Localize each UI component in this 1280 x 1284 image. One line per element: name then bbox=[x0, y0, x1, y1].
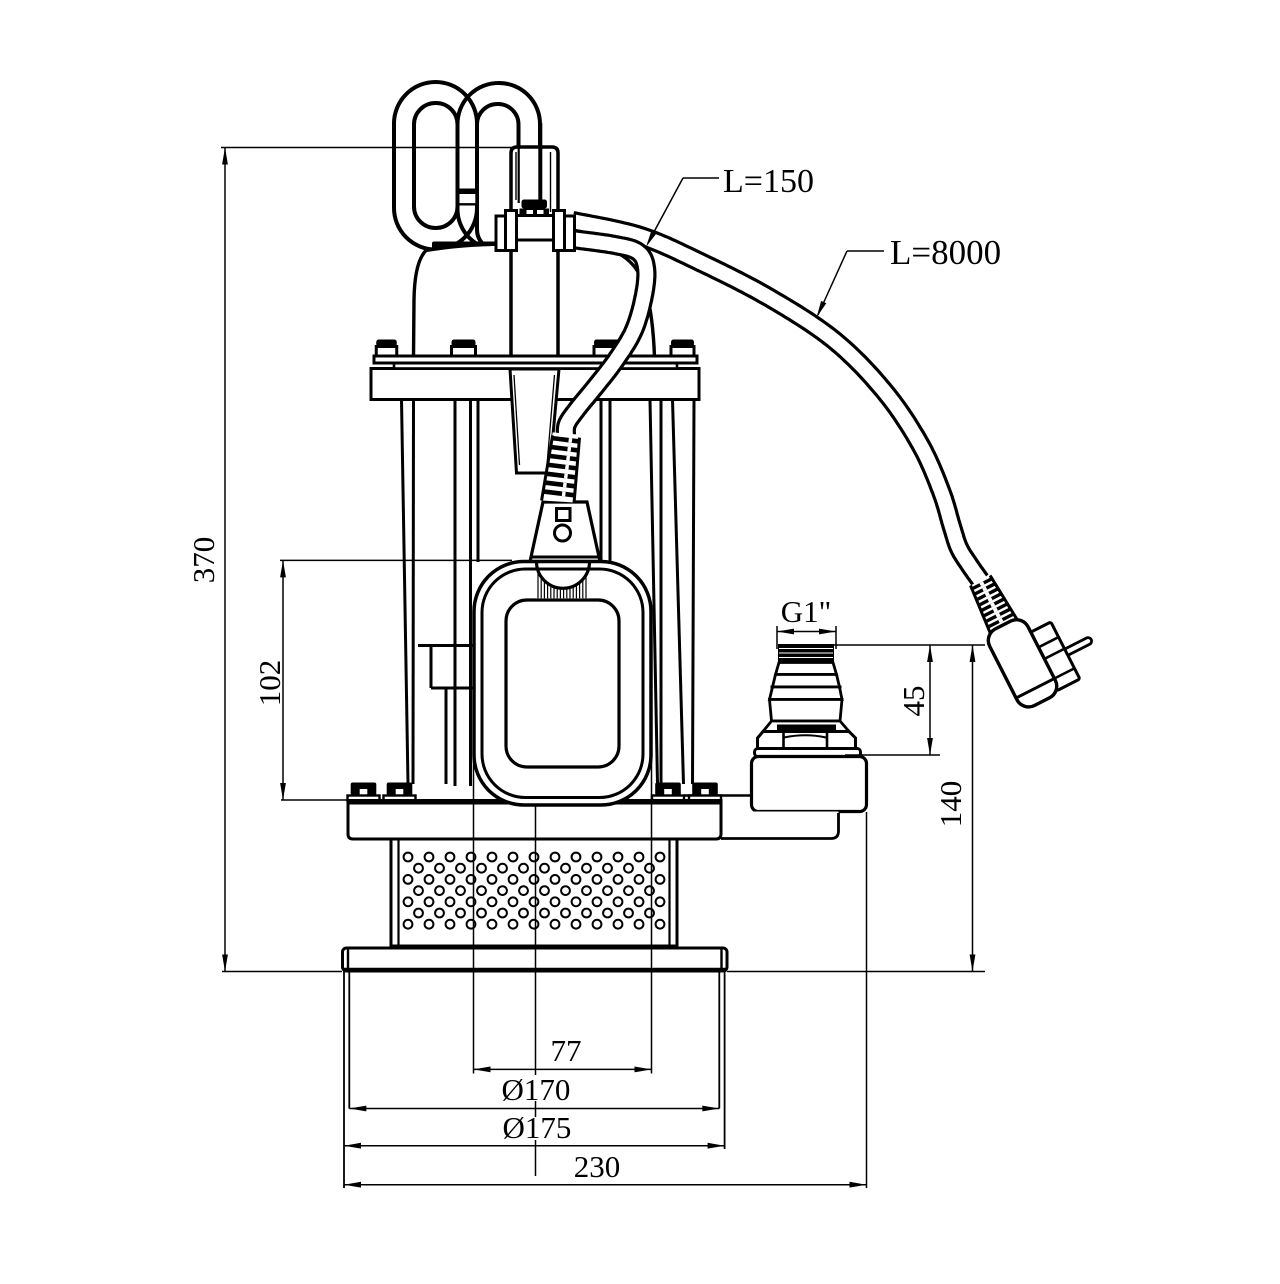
svg-text:L=8000: L=8000 bbox=[890, 233, 1001, 272]
svg-text:Ø175: Ø175 bbox=[503, 1110, 572, 1145]
svg-text:G1": G1" bbox=[781, 594, 832, 629]
svg-text:77: 77 bbox=[551, 1033, 582, 1068]
svg-text:Ø170: Ø170 bbox=[502, 1072, 571, 1107]
svg-text:45: 45 bbox=[896, 686, 931, 717]
svg-text:L=150: L=150 bbox=[723, 163, 814, 200]
svg-text:230: 230 bbox=[574, 1149, 621, 1184]
svg-text:140: 140 bbox=[933, 781, 968, 828]
svg-text:102: 102 bbox=[252, 660, 287, 707]
svg-text:370: 370 bbox=[186, 537, 221, 584]
